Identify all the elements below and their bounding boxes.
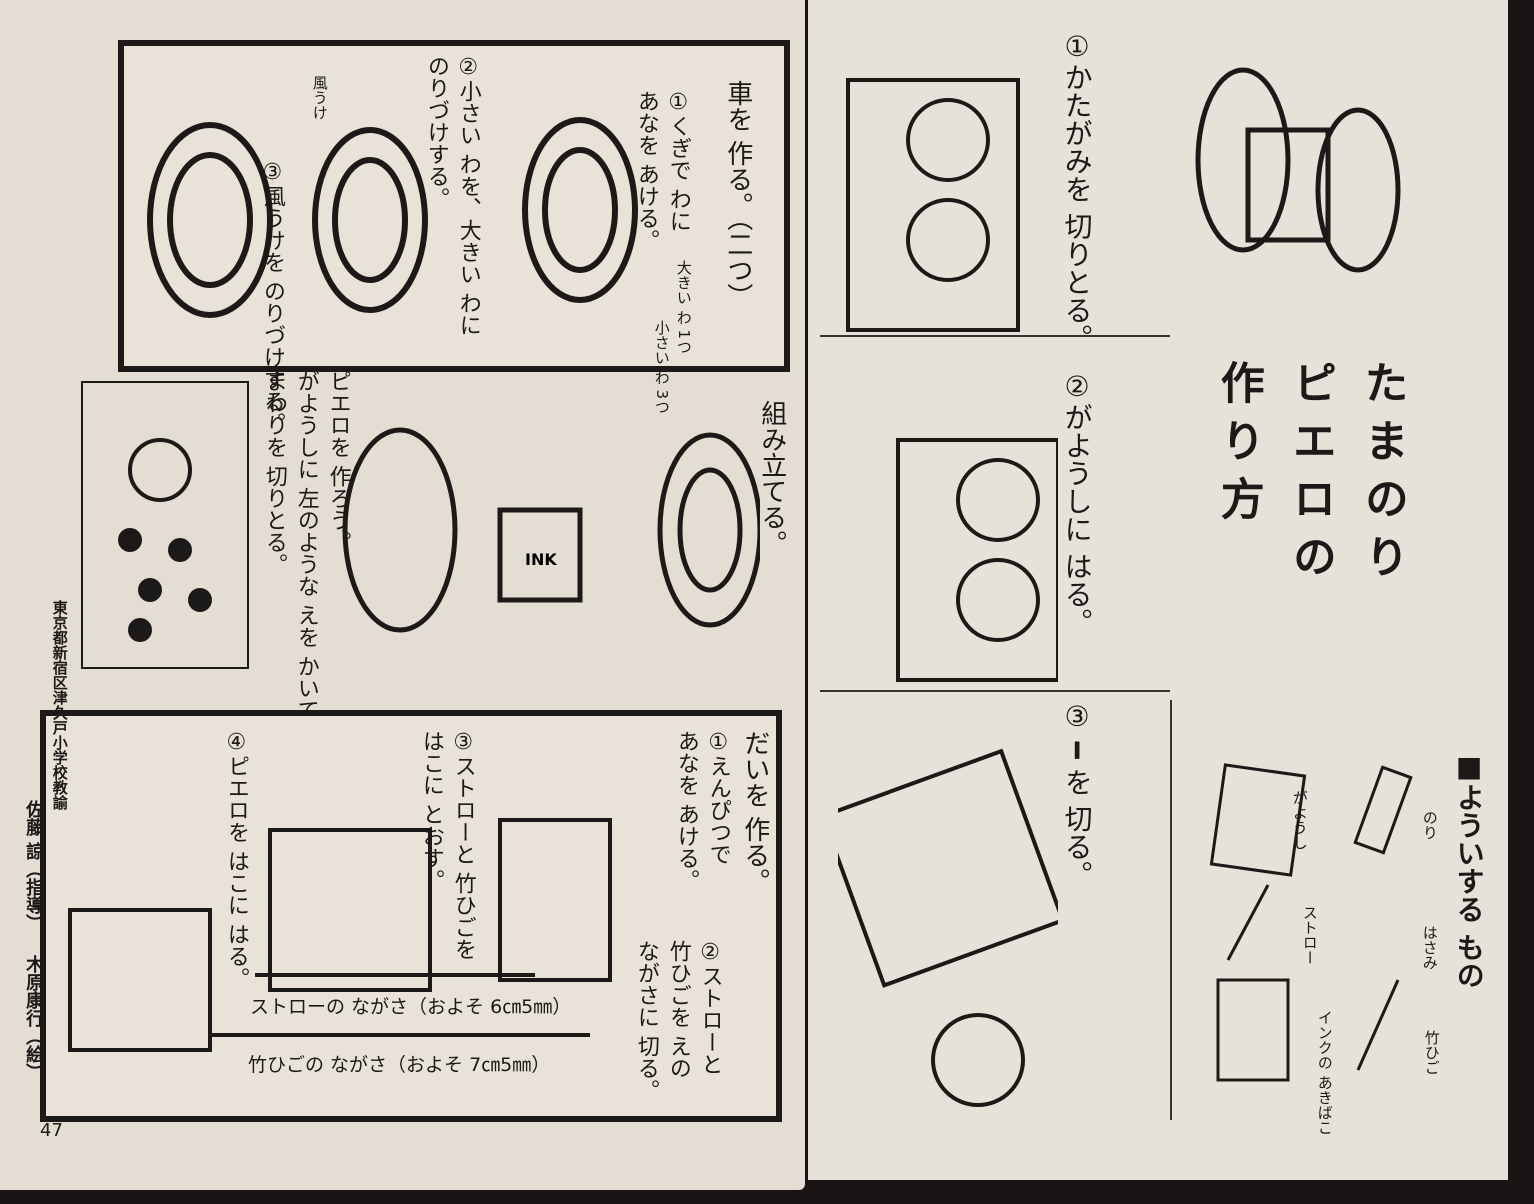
divider	[820, 690, 1170, 692]
clown-illustration	[81, 381, 249, 669]
divider	[820, 335, 1170, 337]
page-number: 47	[40, 1120, 63, 1141]
assemble-heading: 組み立てる。	[756, 400, 787, 556]
material-bamboo-stick: 竹ひご	[1422, 1030, 1441, 1075]
left-page: 車を 作る。（二つ） ①くぎで わに あなを あける。 ②小さい わを、大きい …	[0, 0, 805, 1190]
credit-illustrator: 木原康行（絵）	[23, 955, 45, 1081]
wheels-panel	[118, 40, 790, 372]
finished-toy-illustration	[1195, 67, 1401, 273]
ink-label: INK	[525, 550, 557, 569]
materials-illustrations	[1209, 763, 1413, 1082]
wheel-illustrations	[147, 117, 638, 318]
step-2-label: ②がようしに はる。	[1060, 370, 1094, 636]
materials-heading: ■よういする もの	[1452, 750, 1486, 989]
step-3-label: ③ ━ を 切る。	[1060, 700, 1094, 889]
material-ink-box: インクの あきばこ	[1315, 1010, 1334, 1135]
base-panel	[40, 710, 782, 1122]
assembly-illustration: INK	[342, 427, 760, 633]
base-heading: だいを 作る。	[739, 730, 770, 895]
material-glue: のり	[1420, 810, 1439, 840]
base-step1: ①えんぴつで あなを あける。	[673, 730, 731, 891]
stick-length: 竹ひごの ながさ（およそ 7㎝5㎜）	[248, 1054, 551, 1076]
divider	[1170, 700, 1172, 1120]
wheels-step1: ①くぎで わに あなを あける。	[633, 90, 691, 251]
credit-guide: 佐藤 諒（指導）	[23, 800, 45, 933]
wheels-step2: ②小さい わを、大きい わに のりづけする。	[423, 55, 481, 336]
base-step2: ②ストローと 竹ひごを えの ながさに 切る。	[633, 940, 723, 1101]
base-step4: ④ピエロを はこに はる。	[223, 730, 249, 989]
material-scissors: はさみ	[1420, 925, 1439, 970]
title-line-3: 作り方	[1212, 360, 1264, 534]
big-ring-count: 大きい わ 1つ	[674, 260, 693, 355]
step-1-label: ①かたがみを 切りとる。	[1060, 30, 1094, 352]
title-line-2: ピエロの	[1284, 360, 1336, 592]
straw-length: ストローの ながさ（およそ 6㎝5㎜）	[250, 996, 572, 1018]
wheels-heading: 車を 作る。（二つ）	[722, 80, 753, 310]
title-line-1: たまのり	[1356, 360, 1408, 592]
small-ring-count: 小さい わ 3つ	[652, 320, 671, 415]
step-illustrations	[838, 78, 1058, 1107]
credit-affiliation: 東京都新宿区津久戸小学校教諭	[50, 600, 69, 810]
material-straw: ストロー	[1300, 905, 1319, 965]
wheels-step3: ③風うけを のりづけする。	[259, 160, 285, 434]
right-page: たまのり ピエロの 作り方 ①かたがみを 切りとる。 ②がようしに はる。 ③ …	[808, 0, 1508, 1180]
wind-catcher-label: 風うけ	[310, 75, 329, 120]
box-illustrations	[68, 818, 612, 1052]
